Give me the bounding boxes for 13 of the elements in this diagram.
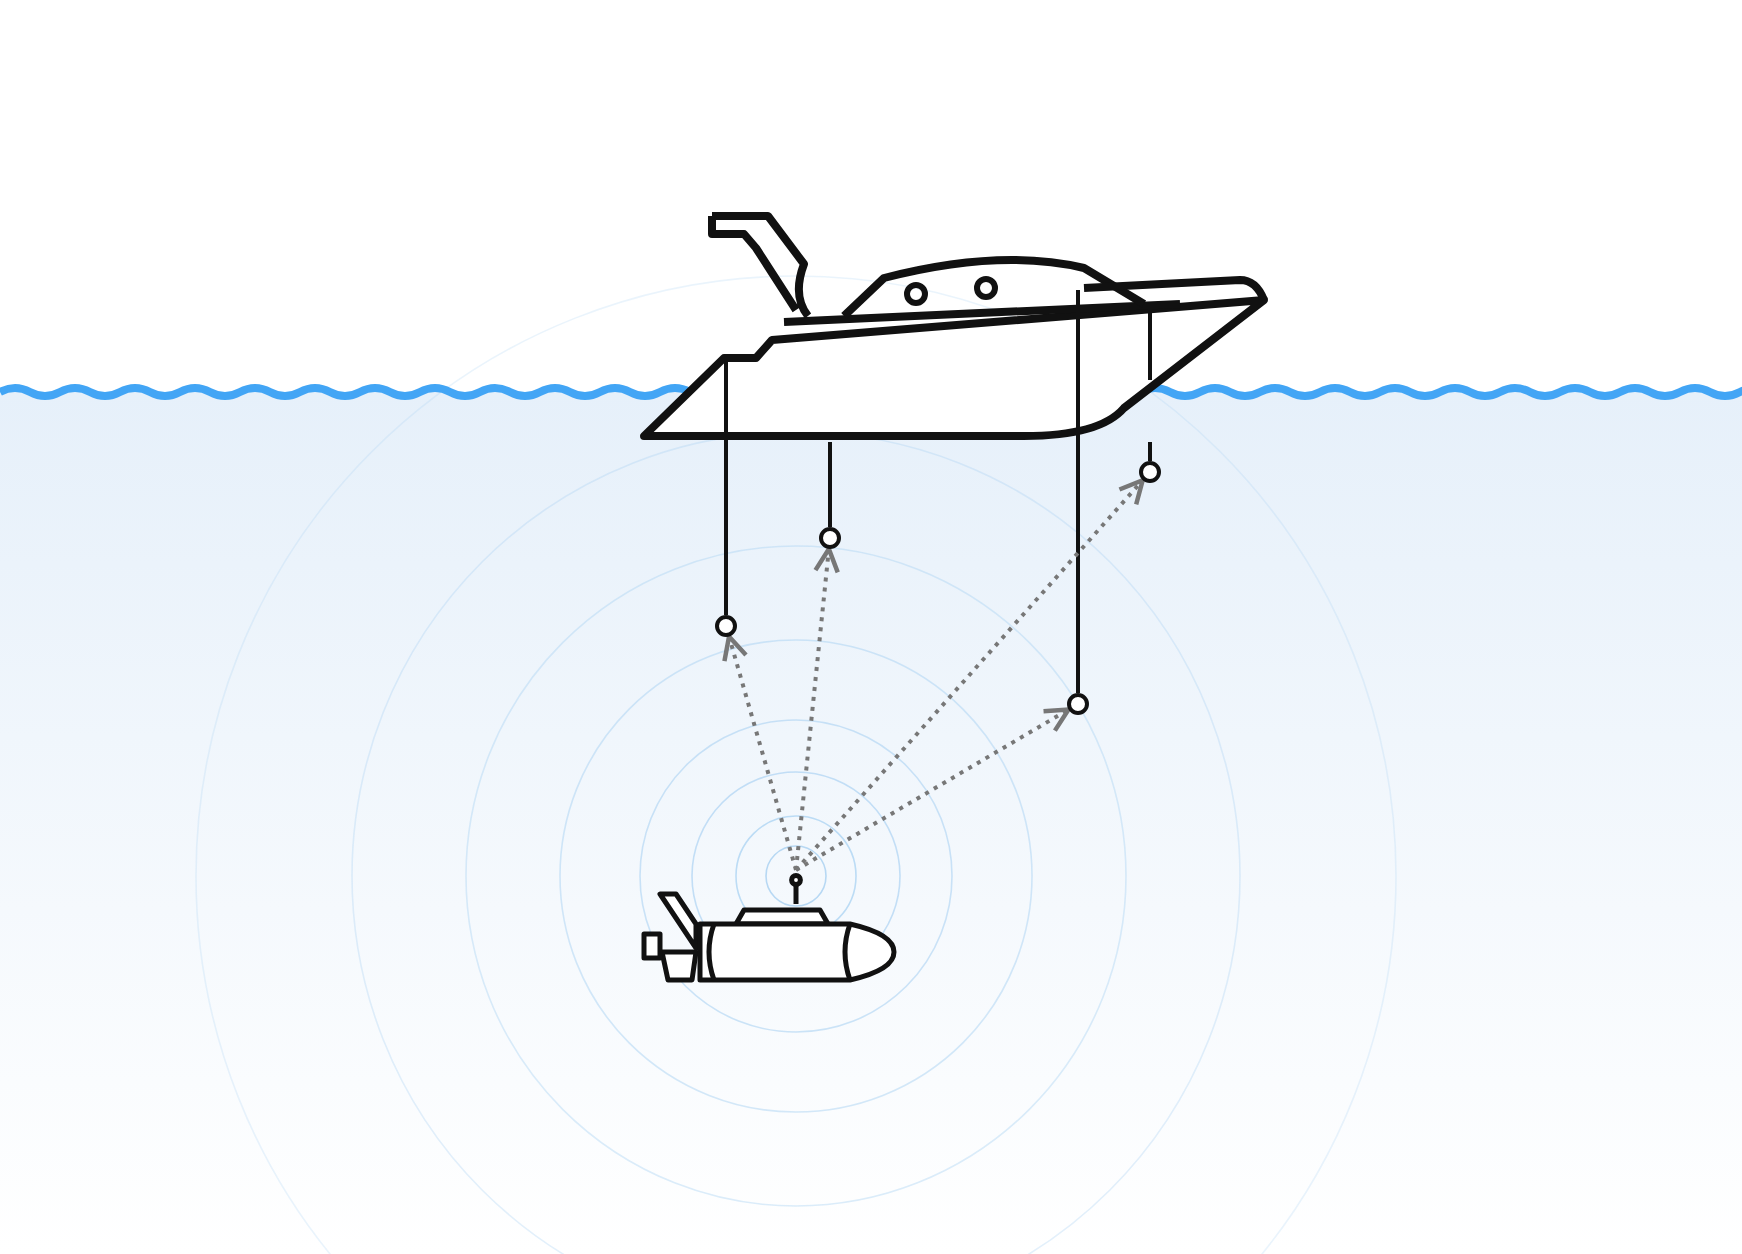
mounting-rod: [724, 442, 728, 615]
mounting-rod: [1148, 442, 1152, 461]
hydrophone-icon: [818, 526, 842, 550]
signal-arrow: [722, 634, 798, 871]
hydrophone-icon: [1138, 460, 1162, 484]
hydrophone-icon: [714, 614, 738, 638]
signal-arrow: [794, 478, 1145, 872]
submarine-drawing: [636, 870, 900, 986]
mounting-rod: [828, 442, 832, 527]
signal-arrow: [794, 546, 840, 871]
mounting-rod: [1076, 442, 1080, 693]
signal-arrow: [795, 707, 1071, 872]
hydrophone-icon: [1066, 692, 1090, 716]
